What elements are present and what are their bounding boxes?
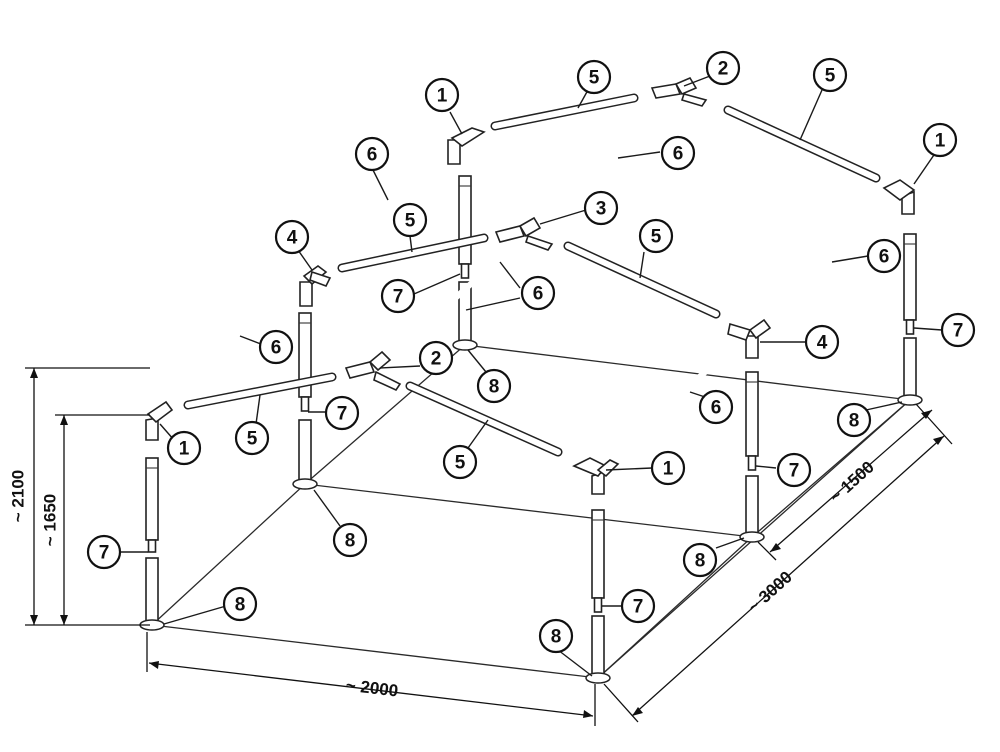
connector-1-front-left bbox=[145, 400, 174, 441]
svg-text:6: 6 bbox=[673, 144, 684, 165]
callout-8-center-left: 8 bbox=[332, 522, 368, 558]
connector-4-left bbox=[299, 265, 332, 307]
callout-3: 3 bbox=[583, 190, 619, 226]
leg-center-left bbox=[292, 312, 318, 490]
callout-8-front-left: 8 bbox=[222, 586, 258, 622]
connector-1-top-left bbox=[447, 127, 486, 165]
callout-5-middle-front: 5 bbox=[442, 444, 478, 480]
callout-8-center-right: 8 bbox=[682, 542, 718, 578]
callout-8-front-middle: 8 bbox=[538, 618, 574, 654]
callout-6-right: 6 bbox=[866, 238, 902, 274]
svg-text:5: 5 bbox=[589, 68, 600, 89]
svg-text:7: 7 bbox=[99, 543, 110, 564]
dimension-lines bbox=[25, 367, 953, 726]
svg-text:6: 6 bbox=[533, 284, 544, 305]
callout-1-top-right: 1 bbox=[922, 122, 958, 158]
callout-8-back-right: 8 bbox=[836, 402, 872, 438]
callout-7-back-right: 7 bbox=[940, 312, 976, 348]
connector-2-top bbox=[650, 76, 708, 107]
leg-back-left bbox=[452, 175, 478, 351]
dimension-length: ~ 2000 bbox=[345, 675, 399, 700]
callout-7-center-right: 7 bbox=[776, 452, 812, 488]
svg-text:7: 7 bbox=[789, 461, 800, 482]
callout-1-top-left: 1 bbox=[424, 77, 460, 113]
callout-4-left: 4 bbox=[274, 219, 310, 255]
callout-7-front-left: 7 bbox=[86, 534, 122, 570]
callout-6-top-left: 6 bbox=[354, 136, 390, 172]
svg-text:5: 5 bbox=[455, 453, 466, 474]
callout-4-right: 4 bbox=[804, 324, 840, 360]
svg-text:8: 8 bbox=[489, 377, 500, 398]
leg-center-right bbox=[739, 371, 765, 543]
callout-6-front-left: 6 bbox=[258, 329, 294, 365]
svg-text:1: 1 bbox=[935, 131, 946, 152]
callouts: 1 1 1 1 2 2 3 4 4 5 5 5 5 5 5 6 6 6 6 6 … bbox=[86, 50, 976, 654]
svg-text:6: 6 bbox=[367, 145, 378, 166]
callout-6-middle: 6 bbox=[520, 275, 556, 311]
svg-text:1: 1 bbox=[437, 86, 448, 107]
callout-5-upper-left: 5 bbox=[392, 202, 428, 238]
svg-text:8: 8 bbox=[695, 551, 706, 572]
svg-text:4: 4 bbox=[287, 228, 298, 249]
roof-poles bbox=[175, 93, 887, 457]
callout-7-center-left: 7 bbox=[324, 395, 360, 431]
svg-text:8: 8 bbox=[235, 595, 246, 616]
callout-5-front-left: 5 bbox=[234, 420, 270, 456]
svg-text:6: 6 bbox=[711, 398, 722, 419]
ground-outline bbox=[151, 344, 911, 679]
callout-2-top: 2 bbox=[705, 50, 741, 86]
callout-5-middle-back: 5 bbox=[638, 218, 674, 254]
svg-text:4: 4 bbox=[817, 333, 828, 354]
callout-1-front-right: 1 bbox=[650, 450, 686, 486]
callout-1-front-left: 1 bbox=[166, 430, 202, 466]
connector-1-top-right bbox=[882, 179, 916, 215]
svg-text:5: 5 bbox=[651, 227, 662, 248]
dimension-half-depth: ~ 1500 bbox=[826, 457, 878, 506]
leg-front-left bbox=[139, 457, 165, 631]
leg-back-right bbox=[897, 233, 923, 406]
connector-1-front-right bbox=[572, 457, 620, 495]
svg-text:5: 5 bbox=[825, 66, 836, 87]
svg-text:2: 2 bbox=[431, 349, 442, 370]
svg-text:5: 5 bbox=[405, 211, 416, 232]
svg-text:6: 6 bbox=[879, 247, 890, 268]
dimension-wall-height: ~ 1650 bbox=[41, 494, 60, 546]
svg-text:1: 1 bbox=[179, 439, 190, 460]
dimension-total-height: ~ 2100 bbox=[9, 470, 28, 522]
callout-6-front-right: 6 bbox=[698, 389, 734, 425]
svg-text:7: 7 bbox=[633, 597, 644, 618]
svg-text:8: 8 bbox=[849, 411, 860, 432]
leg-front-middle bbox=[585, 509, 611, 684]
connector-2-middle bbox=[344, 350, 402, 392]
svg-text:3: 3 bbox=[596, 199, 607, 220]
svg-text:6: 6 bbox=[271, 338, 282, 359]
callout-5-top-right: 5 bbox=[812, 57, 848, 93]
callout-2-middle: 2 bbox=[418, 340, 454, 376]
callout-7-back-left: 7 bbox=[380, 278, 416, 314]
svg-text:8: 8 bbox=[551, 627, 562, 648]
connector-4-right bbox=[727, 318, 772, 359]
svg-text:8: 8 bbox=[345, 531, 356, 552]
leader-lines bbox=[120, 75, 943, 677]
callout-5-top: 5 bbox=[576, 59, 612, 95]
connector-3 bbox=[494, 216, 554, 251]
svg-text:7: 7 bbox=[337, 404, 348, 425]
svg-text:7: 7 bbox=[393, 287, 404, 308]
svg-text:1: 1 bbox=[663, 459, 674, 480]
callout-8-back-left: 8 bbox=[476, 368, 512, 404]
svg-text:2: 2 bbox=[718, 59, 729, 80]
svg-text:7: 7 bbox=[953, 321, 964, 342]
dimension-depth: ~ 3000 bbox=[744, 567, 796, 616]
svg-text:5: 5 bbox=[247, 429, 258, 450]
callout-6-top: 6 bbox=[660, 135, 696, 171]
connectors bbox=[145, 76, 916, 495]
callout-7-front-middle: 7 bbox=[620, 588, 656, 624]
